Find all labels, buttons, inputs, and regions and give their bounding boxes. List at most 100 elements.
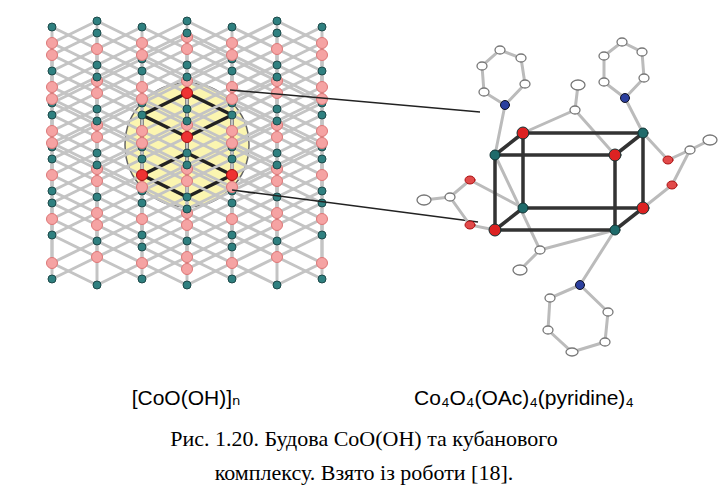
bond — [97, 77, 142, 99]
bond — [97, 165, 142, 187]
bond — [187, 143, 232, 165]
bond — [187, 165, 232, 187]
co-atom — [93, 17, 101, 25]
o-atom — [227, 170, 238, 181]
zoom-line — [232, 190, 478, 222]
o-atom — [227, 214, 238, 225]
bond — [187, 247, 232, 269]
co-atom — [93, 193, 101, 201]
bond — [52, 263, 97, 285]
o-atom — [137, 38, 148, 49]
formula-label: [CoO(OH)]ₙ — [132, 386, 241, 410]
bond — [277, 33, 322, 55]
co-atom — [48, 231, 56, 239]
co-atom — [48, 155, 56, 163]
bond — [52, 121, 97, 143]
bond — [277, 99, 322, 121]
o-atom — [47, 138, 58, 149]
bond — [277, 27, 322, 49]
o-atom — [317, 258, 328, 269]
o-atom — [227, 50, 238, 61]
co-atom — [228, 243, 236, 251]
co-atom — [138, 243, 146, 251]
bond — [277, 121, 322, 143]
co-atom — [183, 29, 191, 37]
o-atom — [92, 176, 103, 187]
bond — [97, 121, 142, 143]
co-atom — [183, 237, 191, 245]
bond — [142, 55, 187, 77]
bond — [52, 27, 97, 49]
co-atom — [273, 17, 281, 25]
bond — [142, 187, 187, 209]
bond — [97, 55, 142, 77]
bond — [232, 165, 277, 187]
o-atom — [182, 220, 193, 231]
bond — [97, 27, 142, 49]
co-atom — [183, 73, 191, 81]
bond — [52, 55, 97, 77]
bond — [97, 203, 142, 225]
co-atom — [48, 111, 56, 119]
co-atom — [138, 67, 146, 75]
bond — [142, 33, 187, 55]
bond — [52, 21, 97, 43]
bond — [232, 121, 277, 143]
o-atom — [92, 220, 103, 231]
co-atom — [318, 67, 326, 75]
co-atom — [48, 67, 56, 75]
co-atom — [93, 149, 101, 157]
co-atom — [273, 105, 281, 113]
co-atom — [183, 161, 191, 169]
bond — [232, 55, 277, 77]
bond — [142, 165, 187, 187]
bond — [142, 21, 187, 43]
bond — [52, 77, 97, 99]
co-atom — [273, 149, 281, 157]
bond — [187, 99, 232, 121]
co-atom — [93, 73, 101, 81]
co-atom — [273, 281, 281, 289]
bond — [277, 21, 322, 43]
o-atom — [182, 252, 193, 263]
co-atom — [318, 231, 326, 239]
bond — [232, 77, 277, 99]
o-atom — [137, 170, 148, 181]
bond — [142, 143, 187, 165]
o-atom — [182, 44, 193, 55]
co-atom — [228, 275, 236, 283]
co-atom — [228, 67, 236, 75]
co-atom — [318, 199, 326, 207]
bond — [187, 187, 232, 209]
bond — [277, 55, 322, 77]
co-atom — [318, 111, 326, 119]
co-atom — [183, 17, 191, 25]
bond — [142, 247, 187, 269]
o-atom — [227, 38, 238, 49]
o-atom — [47, 214, 58, 225]
co-atom — [48, 275, 56, 283]
o-atom — [137, 258, 148, 269]
co-atom — [273, 61, 281, 69]
bond — [232, 143, 277, 165]
co-atom — [228, 111, 236, 119]
o-atom — [227, 126, 238, 137]
bond — [232, 27, 277, 49]
co-atom — [93, 117, 101, 125]
co-atom — [138, 111, 146, 119]
co-atom — [138, 155, 146, 163]
o-atom — [317, 38, 328, 49]
o-atom — [182, 176, 193, 187]
o-atom — [47, 170, 58, 181]
o-atom — [137, 182, 148, 193]
co-atom — [93, 281, 101, 289]
o-atom — [137, 214, 148, 225]
bond — [232, 33, 277, 55]
co-atom — [273, 161, 281, 169]
o-atom — [137, 82, 148, 93]
bond — [232, 263, 277, 285]
o-atom — [92, 132, 103, 143]
zoom-line — [230, 90, 480, 112]
bond — [52, 33, 97, 55]
bond — [142, 121, 187, 143]
